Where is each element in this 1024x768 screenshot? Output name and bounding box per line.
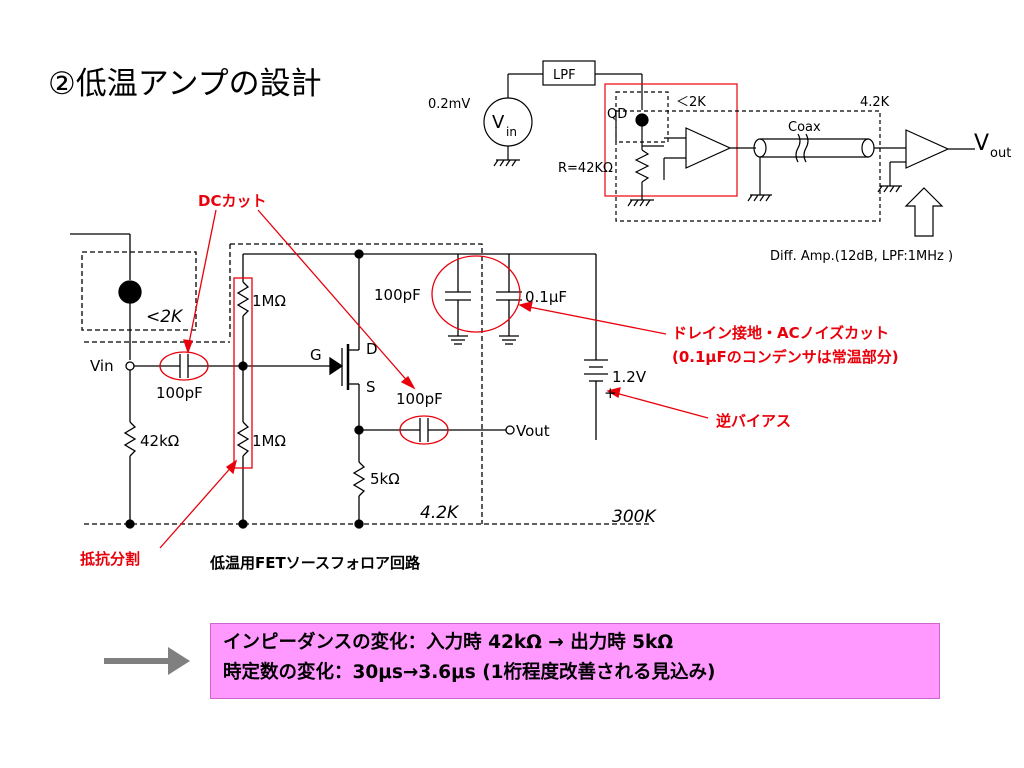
drain-label: D xyxy=(366,340,378,358)
lt2k-dashed-box xyxy=(81,251,197,331)
time-constant-change: 時定数の変化：30μs→3.6μs (1桁程度改善される見込み) xyxy=(223,662,716,683)
bypass-highlight xyxy=(431,255,521,333)
cold-stage-dashed-box xyxy=(615,110,881,222)
dc-cut-out-highlight xyxy=(399,415,449,445)
vin-symbol: V xyxy=(492,112,505,133)
dc-cut-annotation: DCカット xyxy=(198,192,267,210)
vout-subscript: out xyxy=(990,146,1011,161)
vout-label: Vout xyxy=(516,422,550,440)
fet-circuit-caption: 低温用FETソースフォロア回路 xyxy=(210,554,420,572)
diff-amp-triangle xyxy=(905,129,950,169)
qd-dot-main xyxy=(118,280,142,304)
cap-in-label: 100pF xyxy=(156,384,203,402)
bypass-cap2-label: 0.1μF xyxy=(525,288,567,306)
diff-amp-label: Diff. Amp.(12dB, LPF:1MHz ) xyxy=(770,249,953,264)
r42k-label: 42kΩ xyxy=(140,432,179,450)
preamp-triangle xyxy=(685,127,732,169)
cap-out-label: 100pF xyxy=(396,390,443,408)
r1m-top-label: 1MΩ xyxy=(252,292,286,310)
42k-dashed-box xyxy=(230,243,483,524)
battery-label: 1.2V xyxy=(612,368,647,386)
vin-subscript: in xyxy=(506,125,517,139)
divider-highlight xyxy=(233,277,253,469)
resistor-label: R=42KΩ xyxy=(558,161,613,176)
vin-terminal xyxy=(125,361,135,371)
battery-plus: + xyxy=(604,384,617,402)
lpf-label: LPF xyxy=(553,68,576,83)
block-diagram xyxy=(483,60,975,237)
vout-symbol: V xyxy=(974,131,989,156)
impedance-change: インピーダンスの変化：入力時 42kΩ → 出力時 5kΩ xyxy=(223,632,674,653)
42k-region-label: 4.2K xyxy=(420,503,460,523)
drain-ground-note: (0.1μFのコンデンサは常温部分) xyxy=(672,348,899,366)
circuit-labels: Vin 100pF 42kΩ 1MΩ 1MΩ G D S 100pF Vout … xyxy=(90,286,657,527)
r1m-bot-label: 1MΩ xyxy=(252,432,286,450)
lt2k-region-label: <2K xyxy=(146,307,184,327)
gate-label: G xyxy=(310,346,322,364)
block-labels: 0.2mV V in LPF QD ＜2K 4.2K Coax R=42KΩ V… xyxy=(428,68,1011,264)
300k-region-label: 300K xyxy=(612,507,657,527)
dc-cut-in-highlight xyxy=(159,351,209,381)
red-highlight-box xyxy=(604,83,738,197)
divider-annotation: 抵抗分割 xyxy=(80,550,141,568)
coax-label: Coax xyxy=(788,120,821,135)
fet-circuit xyxy=(70,209,709,549)
up-arrow-icon xyxy=(904,187,944,237)
ground-icon xyxy=(493,159,520,167)
right-arrow-icon xyxy=(104,647,190,675)
vin-label: Vin xyxy=(90,357,114,375)
drain-ground-annotation: ドレイン接地・ACノイズカット xyxy=(672,324,890,342)
page-title: ②低温アンプの設計 xyxy=(48,66,322,102)
vout-terminal xyxy=(505,425,515,435)
reverse-bias-annotation: 逆バイアス xyxy=(716,412,792,430)
bypass-cap1-label: 100pF xyxy=(374,286,421,304)
r5k-label: 5kΩ xyxy=(370,470,400,488)
temp-42k-label: 4.2K xyxy=(860,95,890,110)
qd-label: QD xyxy=(607,107,627,122)
lt2k-label: ＜2K xyxy=(676,95,706,110)
qd-dot xyxy=(635,113,649,127)
vin-amplitude: 0.2mV xyxy=(428,97,470,112)
gate-arrow-icon xyxy=(329,356,344,376)
source-label: S xyxy=(366,378,376,396)
lpf-box xyxy=(542,60,596,86)
summary-box: インピーダンスの変化：入力時 42kΩ → 出力時 5kΩ 時定数の変化：30μ… xyxy=(210,623,940,699)
